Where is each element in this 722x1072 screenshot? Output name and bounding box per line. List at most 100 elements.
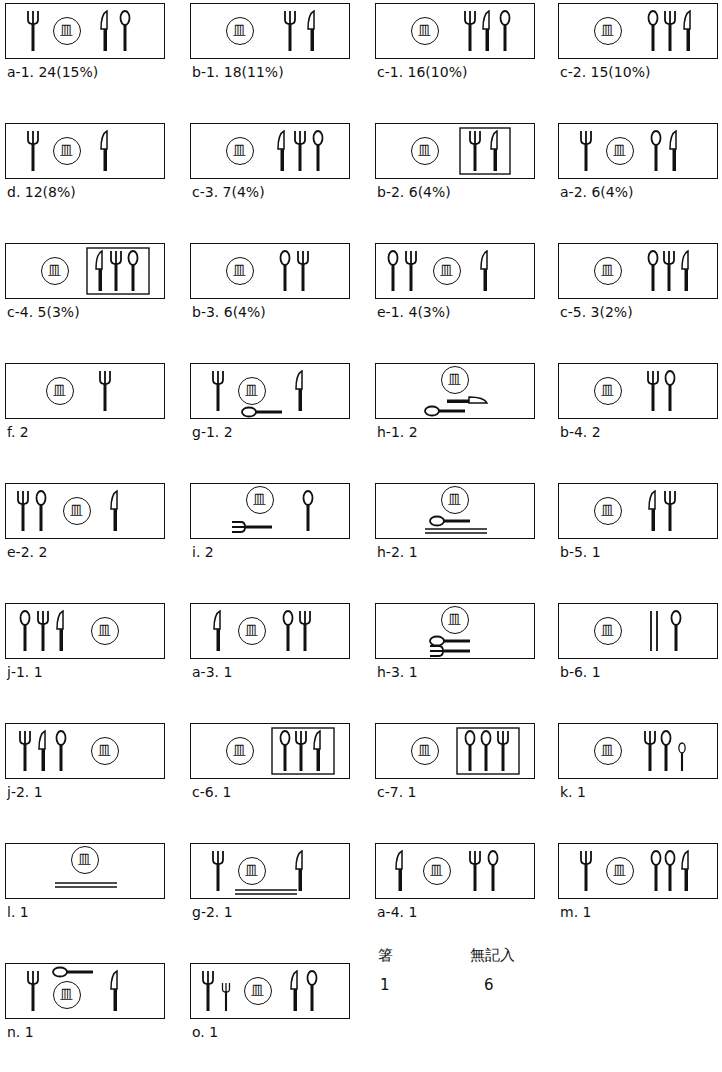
fork-head xyxy=(645,731,655,744)
plate-label: 皿 xyxy=(613,864,626,877)
knife-blade xyxy=(684,11,690,29)
fork-handle xyxy=(217,383,220,411)
cutlery-icon xyxy=(481,251,487,291)
plate-label: 皿 xyxy=(233,24,246,37)
spoon-handle xyxy=(132,265,135,291)
cutlery-icon xyxy=(682,251,688,291)
spoon-handle xyxy=(307,505,310,531)
fork-handle xyxy=(32,143,35,171)
knife-blade xyxy=(39,731,45,749)
plate-circle: 皿 xyxy=(594,737,622,765)
fork-handle xyxy=(474,143,477,171)
setting-count: c-7. 1 xyxy=(377,783,416,801)
plate-label: 皿 xyxy=(245,624,258,637)
chopstick xyxy=(235,889,297,891)
knife-handle xyxy=(652,509,656,531)
fork-head xyxy=(28,971,38,984)
setting-box: m. 1皿 xyxy=(558,843,718,899)
cutlery-icon xyxy=(649,11,658,51)
knife-handle xyxy=(299,389,303,411)
plate-label: 皿 xyxy=(418,744,431,757)
plate-label: 皿 xyxy=(601,744,614,757)
note-label: 無記入 xyxy=(470,946,515,964)
cutlery-icon xyxy=(18,491,28,531)
plate-label: 皿 xyxy=(78,853,91,866)
fork-handle xyxy=(104,383,107,411)
plate-circle: 皿 xyxy=(594,617,622,645)
cutlery-icon xyxy=(581,851,591,891)
plate-circle: 皿 xyxy=(238,857,266,885)
plate-label: 皿 xyxy=(233,144,246,157)
knife-handle xyxy=(60,629,64,651)
spoon-handle xyxy=(681,753,683,771)
fork-head xyxy=(213,851,223,864)
knife-blade xyxy=(483,11,489,29)
cutlery-icon xyxy=(652,851,661,891)
setting-box: o. 1皿 xyxy=(190,963,350,1019)
spoon-bowl xyxy=(482,731,491,745)
cutlery-icon xyxy=(682,851,688,891)
plate-label: 皿 xyxy=(430,864,443,877)
setting-box: c-6. 1皿 xyxy=(190,723,350,779)
setting-box: c-3. 7(4%)皿 xyxy=(190,123,350,179)
plate-circle: 皿 xyxy=(226,137,254,165)
fork-head xyxy=(223,983,230,992)
fork-head xyxy=(111,251,121,264)
spoon-handle xyxy=(60,745,63,771)
cutlery-icon xyxy=(466,731,475,771)
knife-blade xyxy=(314,731,320,749)
cutlery-icon xyxy=(278,131,284,171)
cutlery-icon xyxy=(498,731,508,771)
knife-handle xyxy=(114,989,118,1011)
napkin-frame xyxy=(87,248,149,294)
cutlery-icon xyxy=(111,251,121,291)
setting-box: e-2. 2皿 xyxy=(5,483,165,539)
napkin-frame xyxy=(460,128,510,174)
setting-count: b-5. 1 xyxy=(560,543,601,561)
plate-label: 皿 xyxy=(98,744,111,757)
setting-box: a-4. 1皿 xyxy=(375,843,535,899)
cutlery-icon xyxy=(296,731,306,771)
small-cutlery-icon xyxy=(679,743,685,771)
plate-circle: 皿 xyxy=(238,617,266,645)
cutlery-icon xyxy=(37,491,46,531)
fork-handle xyxy=(300,743,303,771)
spoon-handle xyxy=(665,745,668,771)
plate-label: 皿 xyxy=(98,624,111,637)
setting-box: f. 2皿 xyxy=(5,363,165,419)
fork-head xyxy=(498,731,508,744)
plate-label: 皿 xyxy=(448,613,461,626)
knife-handle xyxy=(399,869,403,891)
knife-handle xyxy=(42,749,46,771)
plate-circle: 皿 xyxy=(91,617,119,645)
knife-handle xyxy=(104,29,108,51)
setting-box: d. 12(8%)皿 xyxy=(5,123,165,179)
setting-count: a-1. 24(15%) xyxy=(7,63,98,81)
fork-head xyxy=(28,131,38,144)
setting-count: a-2. 6(4%) xyxy=(560,183,633,201)
cutlery-icon xyxy=(281,251,290,291)
knife-blade xyxy=(291,971,297,989)
fork-head xyxy=(203,971,213,984)
setting-count: e-2. 2 xyxy=(7,543,47,561)
cutlery-icon xyxy=(672,611,681,651)
knife-blade xyxy=(682,851,688,869)
knife-blade xyxy=(481,251,487,269)
setting-count: c-4. 5(3%) xyxy=(7,303,80,321)
plate-circle: 皿 xyxy=(433,257,461,285)
note-label: 6 xyxy=(484,976,494,994)
setting-box: j-1. 1皿 xyxy=(5,603,165,659)
setting-count: j-2. 1 xyxy=(7,783,43,801)
spoon-handle xyxy=(492,865,495,891)
plate-label: 皿 xyxy=(245,864,258,877)
setting-box: n. 1皿 xyxy=(5,963,165,1019)
fork-head xyxy=(213,371,223,384)
plate-label: 皿 xyxy=(233,264,246,277)
fork-head xyxy=(100,371,110,384)
cutlery-icon xyxy=(430,646,470,656)
plate-label: 皿 xyxy=(601,264,614,277)
setting-box: k. 1皿 xyxy=(558,723,718,779)
setting-box: g-1. 2皿 xyxy=(190,363,350,419)
setting-count: l. 1 xyxy=(7,903,29,921)
